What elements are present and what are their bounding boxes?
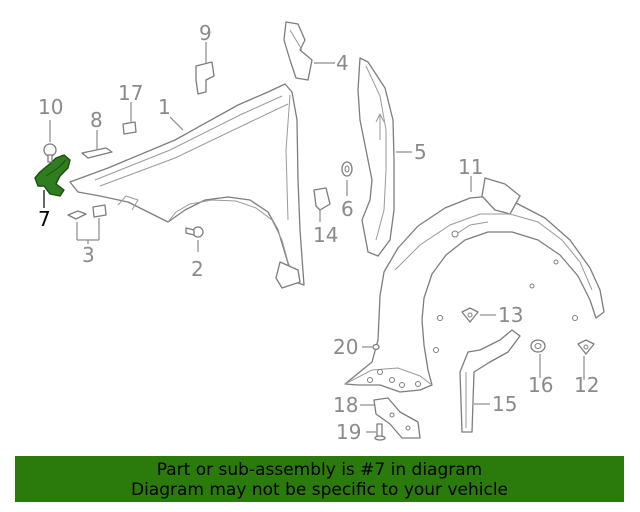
callout-18: 18 <box>333 393 358 417</box>
banner-line-1: Part or sub-assembly is #7 in diagram <box>156 460 483 480</box>
part-info-banner: Part or sub-assembly is #7 in diagram Di… <box>15 456 624 502</box>
callout-6: 6 <box>341 197 354 221</box>
clip-part-9 <box>195 61 215 95</box>
bracket-part-4 <box>283 21 313 81</box>
callout-15: 15 <box>492 392 517 416</box>
callout-19: 19 <box>336 420 361 444</box>
splash-guard-part-15 <box>459 329 521 433</box>
seal-part-5 <box>357 57 395 257</box>
push-pin-part-13 <box>461 307 479 323</box>
callout-9: 9 <box>199 21 212 45</box>
parts-diagram: 1 2 3 4 5 6 7 8 9 10 11 12 13 14 15 16 1… <box>34 21 605 444</box>
strip-part-8 <box>81 147 113 159</box>
callout-20: 20 <box>333 335 358 359</box>
clip-parts-3 <box>67 204 107 220</box>
bolt-part-2 <box>185 226 204 238</box>
callout-3: 3 <box>82 243 95 267</box>
callout-1: 1 <box>158 95 171 119</box>
callout-17: 17 <box>118 81 143 105</box>
callout-12: 12 <box>574 373 599 397</box>
callout-7[interactable]: 7 <box>38 207 51 231</box>
washer-part-6 <box>341 161 353 177</box>
screw-part-10 <box>43 143 57 163</box>
callout-2: 2 <box>191 257 204 281</box>
clip-part-14 <box>313 187 331 211</box>
callout-10: 10 <box>38 95 63 119</box>
fender-part <box>69 83 305 289</box>
pin-part-20 <box>372 343 380 351</box>
highlighted-bracket-part-7[interactable] <box>34 154 71 197</box>
washer-part-16 <box>530 339 546 353</box>
leader-lines <box>43 42 585 433</box>
callout-5: 5 <box>414 140 427 164</box>
callout-11: 11 <box>458 155 483 179</box>
bolt-part-19 <box>374 423 386 441</box>
callout-14: 14 <box>313 223 338 247</box>
callout-13: 13 <box>498 303 523 327</box>
callout-4: 4 <box>336 51 349 75</box>
banner-line-2: Diagram may not be specific to your vehi… <box>130 480 508 500</box>
wheelhouse-liner-part-11 <box>344 177 605 393</box>
callout-labels: 1 2 3 4 5 6 7 8 9 10 11 12 13 14 15 16 1… <box>38 21 599 444</box>
callout-16: 16 <box>528 373 553 397</box>
clip-part-17 <box>122 121 137 135</box>
bracket-part-18 <box>373 397 421 439</box>
callout-8: 8 <box>90 108 103 132</box>
push-pin-part-12 <box>577 339 595 355</box>
